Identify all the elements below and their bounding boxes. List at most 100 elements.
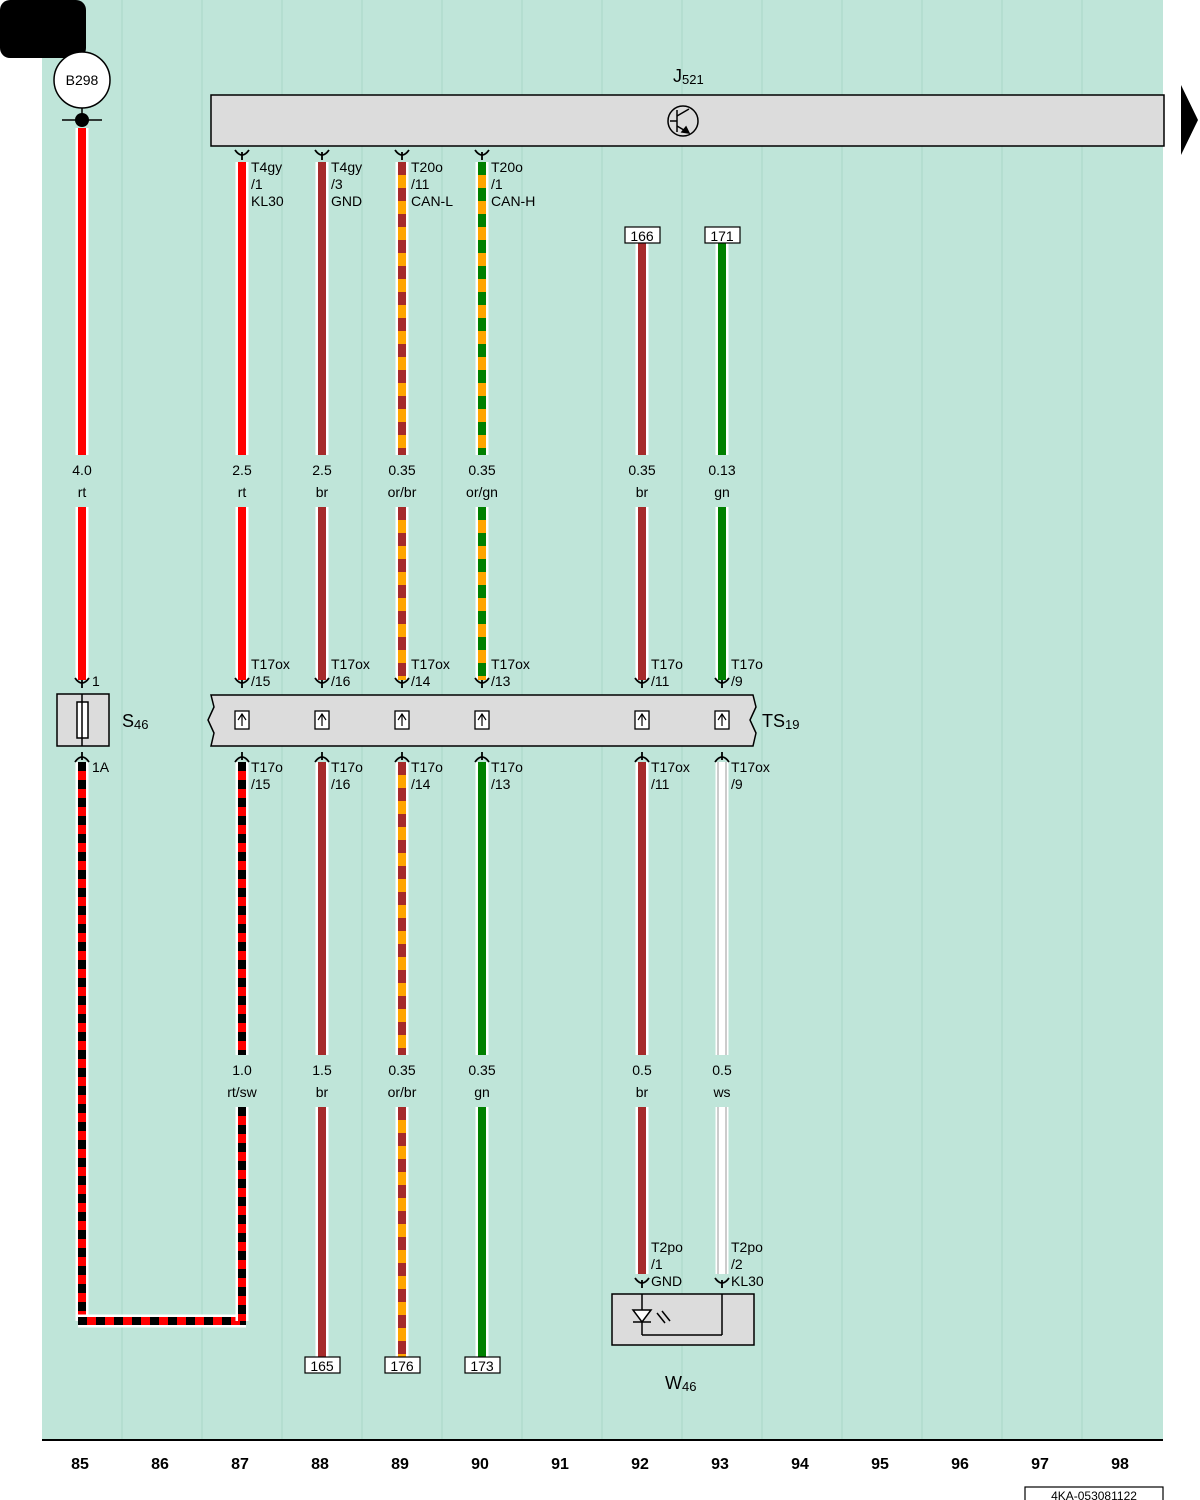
w90-top-pin-signal: CAN-H <box>491 193 535 209</box>
transistor-icon <box>667 105 699 137</box>
column-number: 93 <box>711 1456 729 1473</box>
w88-ts-bottom-pin: /16 <box>331 776 351 792</box>
w93-w46-pin-connector: T2po <box>731 1239 763 1255</box>
w92-ts-bottom-connector-symbol <box>634 752 650 763</box>
column-number: 94 <box>791 1456 809 1473</box>
column-number: 87 <box>231 1456 249 1473</box>
led-icon <box>631 1294 723 1336</box>
w89-ts-bottom-connector-symbol <box>394 752 410 763</box>
w89-lower-color: or/br <box>388 1084 417 1100</box>
w93-ts-pin <box>714 710 730 730</box>
w92-lower-size: 0.5 <box>632 1062 652 1078</box>
w93-ts-bottom-connector-symbol <box>714 752 730 763</box>
column-number: 88 <box>311 1456 329 1473</box>
w90-upper-color: or/gn <box>466 484 498 500</box>
page-continue-arrow-icon <box>1181 85 1198 155</box>
w90-ts-bottom-connector-symbol <box>474 752 490 763</box>
w88-lower-color: br <box>316 1084 329 1100</box>
w92-ts-pin <box>634 710 650 730</box>
w89-upper-size: 0.35 <box>388 462 415 478</box>
ts19-label: TS19 <box>762 711 799 732</box>
w88-ts-top-pin: /16 <box>331 673 351 689</box>
column-number: 92 <box>631 1456 649 1473</box>
column-number: 91 <box>551 1456 569 1473</box>
w90-j521-connector <box>474 149 490 160</box>
w88-ts-bottom-connector: T17o <box>331 759 363 775</box>
column-number: 90 <box>471 1456 489 1473</box>
w88-ts-top-connector-symbol <box>314 677 330 688</box>
w87-lower-color: rt/sw <box>227 1084 257 1100</box>
w92-upper-color: br <box>636 484 649 500</box>
w92-ts-top-pin: /11 <box>651 673 670 689</box>
w90-ts-bottom-connector: T17o <box>491 759 523 775</box>
w87-ts-top-connector: T17ox <box>251 656 290 672</box>
w89-ts-top-connector: T17ox <box>411 656 450 672</box>
w92-w46-connector-symbol <box>634 1277 650 1288</box>
w89-ts-pin <box>394 710 410 730</box>
connector-layer <box>74 149 730 1288</box>
doc-id-box <box>1024 1486 1164 1500</box>
w85-upper-size: 4.0 <box>72 462 92 478</box>
column-number: 98 <box>1111 1456 1129 1473</box>
w46-label: W46 <box>665 1373 696 1394</box>
w93-ts-top-connector-symbol <box>714 677 730 688</box>
w90-top-pin-connector: T20o <box>491 159 523 175</box>
w87-top-pin-connector: T4gy <box>251 159 282 175</box>
w92-w46-pin-connector: T2po <box>651 1239 683 1255</box>
w93-ts-top-pin: /9 <box>731 673 743 689</box>
s46-bottom-connector <box>74 752 90 763</box>
ref-box-166[interactable] <box>624 226 661 244</box>
w92-ts-top-connector: T17o <box>651 656 683 672</box>
s46-top-connector <box>74 677 90 688</box>
w90-ts-top-pin: /13 <box>491 673 511 689</box>
ref-box-176[interactable] <box>384 1356 421 1374</box>
w93-lower-wire-a <box>715 762 729 1055</box>
w88-upper-size: 2.5 <box>312 462 332 478</box>
w87-upper-color: rt <box>238 484 247 500</box>
w87-top-pin-signal: KL30 <box>251 193 284 209</box>
w46-component <box>611 1293 755 1346</box>
w88-top-pin-signal: GND <box>331 193 362 209</box>
w93-ts-bottom-connector: T17ox <box>731 759 770 775</box>
ref-box-173[interactable] <box>464 1356 501 1374</box>
w89-ts-bottom-pin: /14 <box>411 776 431 792</box>
ref-box-165[interactable] <box>304 1356 341 1374</box>
w89-upper-color: or/br <box>388 484 417 500</box>
corner-tab <box>0 0 86 58</box>
w87-lower-size: 1.0 <box>232 1062 252 1078</box>
b298-label: B298 <box>66 72 99 88</box>
w87-ts-bottom-connector-symbol <box>234 752 250 763</box>
ref-166-label: 166 <box>630 228 654 244</box>
w89-lower-size: 0.35 <box>388 1062 415 1078</box>
w92-ts-bottom-connector: T17ox <box>651 759 690 775</box>
ref-171-label: 171 <box>710 228 734 244</box>
w88-top-pin-connector: T4gy <box>331 159 362 175</box>
ref-box-171[interactable] <box>704 226 741 244</box>
w88-ts-pin <box>314 710 330 730</box>
s46-pin-bottom: 1A <box>92 759 110 775</box>
w92-lower-color: br <box>636 1084 649 1100</box>
w93-w46-pin-number: /2 <box>731 1256 743 1272</box>
w93-upper-size: 0.13 <box>708 462 735 478</box>
w88-upper-color: br <box>316 484 329 500</box>
w87-upper-size: 2.5 <box>232 462 252 478</box>
w92-ts-top-connector-symbol <box>634 677 650 688</box>
w87-ts-bottom-connector: T17o <box>251 759 283 775</box>
w85-upper-color: rt <box>78 484 87 500</box>
w89-ts-top-connector-symbol <box>394 677 410 688</box>
w93-ts-bottom-pin: /9 <box>731 776 743 792</box>
w92-upper-size: 0.35 <box>628 462 655 478</box>
w89-ts-top-pin: /14 <box>411 673 431 689</box>
j521-control-unit <box>210 94 1165 147</box>
w88-j521-connector <box>314 149 330 160</box>
column-number: 89 <box>391 1456 409 1473</box>
w90-top-pin-number: /1 <box>491 176 503 192</box>
w87-top-pin-number: /1 <box>251 176 263 192</box>
w93-upper-color: gn <box>714 484 730 500</box>
column-number: 86 <box>151 1456 169 1473</box>
doc-id: 4KA-053081122 <box>1051 1489 1137 1500</box>
column-number: 85 <box>71 1456 89 1473</box>
w93-w46-connector-symbol <box>714 1277 730 1288</box>
j521-label: J521 <box>673 66 704 87</box>
w90-lower-size: 0.35 <box>468 1062 495 1078</box>
